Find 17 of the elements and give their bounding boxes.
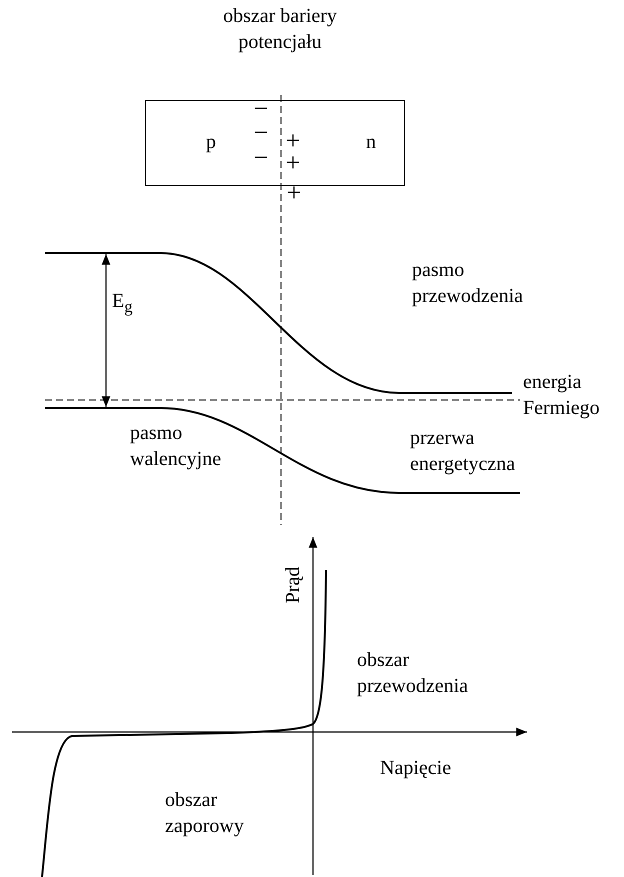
charge-sign: − [252,96,270,122]
band-label: pasmo przewodzenia [412,258,524,309]
region-label: n [366,130,376,155]
level-label: energia Fermiego [523,370,601,421]
junction-box [145,100,405,186]
region-label: obszar zaporowy [165,788,245,839]
gap-label: przerwa energetyczna [410,426,516,477]
symbol-label: E$_{g}$ [112,289,134,318]
axis-label: Prąd [281,566,305,606]
axis-label: Napięcie [380,756,452,781]
charge-sign: − [252,120,270,146]
band-label: pasmo walencyjne [130,421,222,472]
caption-text: obszar bariery potencjału [222,4,338,55]
charge-sign: + [286,180,302,206]
charge-sign: − [252,145,270,171]
region-label: obszar przewodzenia [357,648,470,699]
region-label: p [206,130,216,155]
